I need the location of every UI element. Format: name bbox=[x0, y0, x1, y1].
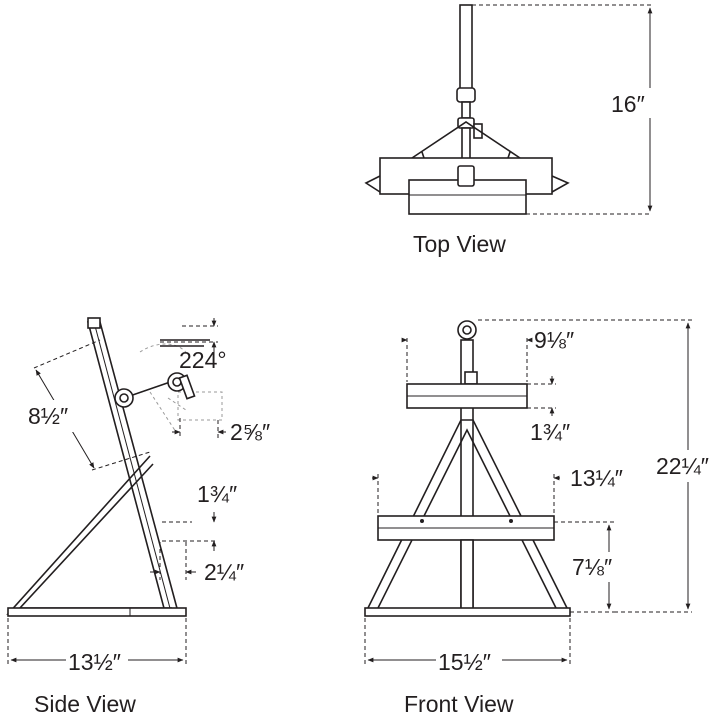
side-view-shelf-thickness-label: 1¾″ bbox=[197, 481, 237, 507]
side-view-shelf-gap-label: 2¼″ bbox=[204, 559, 244, 585]
front-view-base-width-label: 15½″ bbox=[438, 649, 491, 675]
front-view-mid-shelf-width-label: 13¼″ bbox=[570, 465, 623, 491]
side-view-angle-label: 224° bbox=[179, 347, 227, 373]
side-view-head-offset-label: 2⅝″ bbox=[230, 419, 270, 445]
side-view-base-depth-label: 13½″ bbox=[68, 649, 121, 675]
front-view-title: Front View bbox=[404, 691, 514, 717]
front-view-top-shelf-width-label: 9⅛″ bbox=[534, 327, 574, 353]
top-view-title: Top View bbox=[413, 231, 506, 257]
top-view-depth-label: 16″ bbox=[611, 91, 645, 117]
front-view: 9⅛″ 1¾″ 13¼″ 7⅛″ 22¼″ 15½″ Front View bbox=[364, 319, 722, 717]
side-view-arm-joint-lower bbox=[114, 388, 134, 408]
top-view-pole bbox=[459, 4, 473, 91]
front-view-top-ring bbox=[457, 320, 477, 340]
top-view-legs bbox=[411, 121, 521, 159]
front-view-top-shelf-thickness-label: 1¾″ bbox=[530, 419, 570, 445]
side-view-title: Side View bbox=[34, 691, 136, 717]
top-view: 16″ Top View bbox=[364, 4, 658, 257]
side-view-arm-reach-label: 8½″ bbox=[28, 403, 68, 429]
front-view-mid-shelf-height-label: 7⅛″ bbox=[572, 554, 612, 580]
front-view-overall-height-label: 22¼″ bbox=[656, 453, 709, 479]
top-view-joint-upper bbox=[456, 87, 476, 103]
side-view: 8½″ 224° 2⅝″ 1¾″ 2¼″ 13½″ Side View bbox=[6, 317, 270, 717]
